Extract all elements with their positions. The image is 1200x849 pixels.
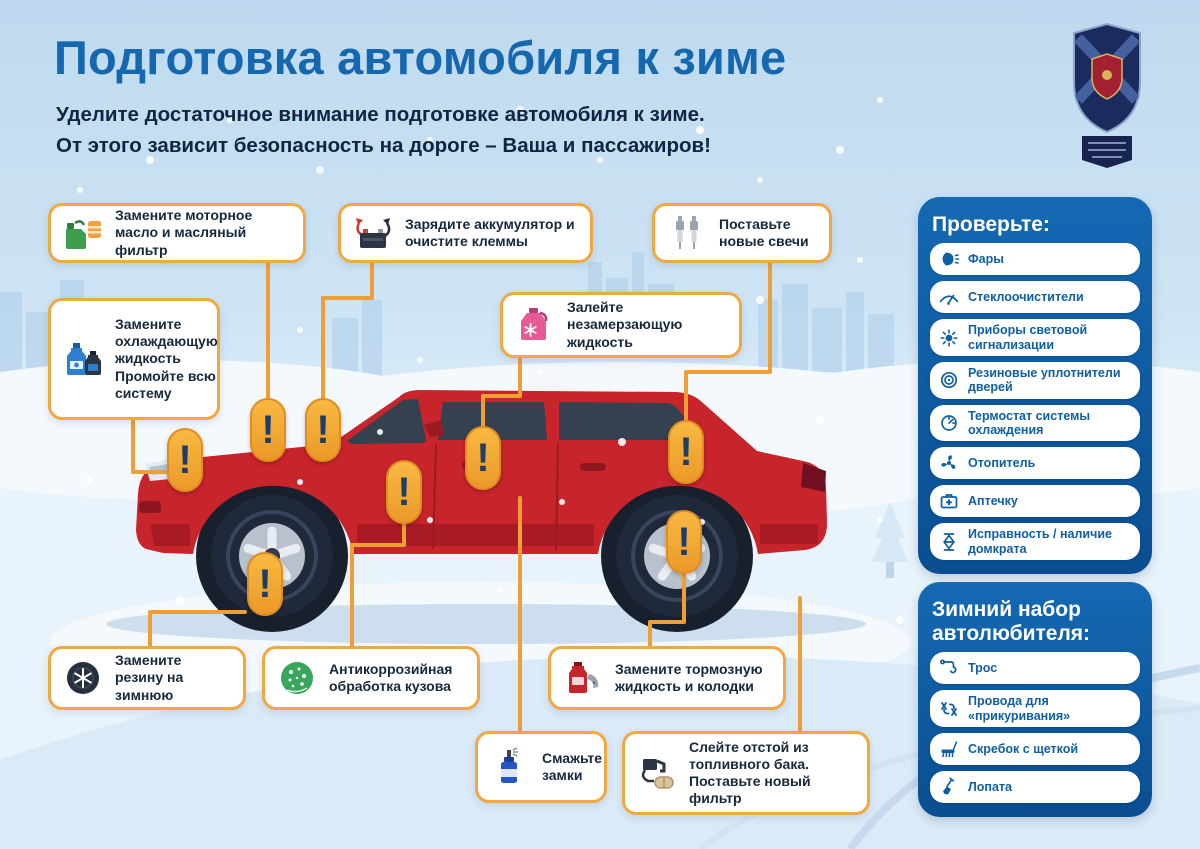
windshield — [347, 399, 426, 444]
check-item-door-seals: Резиновые уплотнители дверей — [930, 361, 1140, 399]
jumper-cables-icon — [938, 698, 960, 720]
washer-fluid-icon — [513, 303, 557, 347]
check-item-label: Стеклоочистители — [968, 289, 1084, 304]
coolant-icon — [61, 337, 105, 381]
check-panel: Проверьте: Фары Стеклоочистители Приборы… — [918, 197, 1152, 575]
kit-panel-title: Зимний набор автолюбителя: — [932, 598, 1091, 646]
check-panel-title: Проверьте: — [932, 213, 1050, 236]
kit-item-jumper-cables: Провода для «прикуривания» — [930, 690, 1140, 728]
callout-label: Замените резину на зимнюю — [115, 652, 184, 703]
front-window — [438, 402, 547, 440]
scraper-icon — [938, 738, 960, 760]
check-item-label: Приборы световой сигнализации — [968, 323, 1088, 352]
check-item-label: Отопитель — [968, 456, 1036, 471]
warning-mark: ! — [305, 398, 341, 462]
warning-mark: ! — [465, 426, 501, 490]
kit-item-label: Провода для «прикуривания» — [968, 694, 1071, 723]
thermostat-icon — [938, 412, 960, 434]
warning-mark: ! — [167, 428, 203, 492]
subtitle-line1: Уделите достаточное внимание подготовке … — [56, 103, 705, 126]
subtitle-line2: От этого зависит безопасность на дороге … — [56, 133, 711, 157]
check-item-heater: Отопитель — [930, 447, 1140, 480]
spark-plugs-icon — [665, 211, 709, 255]
taillight — [801, 463, 826, 492]
callout-spark-plugs: Поставьте новые свечи — [652, 203, 832, 263]
page-title: Подготовка автомобиля к зиме — [54, 31, 787, 84]
check-item-label: Аптечку — [968, 494, 1018, 509]
oil-canister-icon — [61, 211, 105, 255]
callout-washer-fluid: Залейте незамерзающую жидкость — [500, 292, 742, 358]
warning-mark: ! — [668, 420, 704, 484]
callout-brake-fluid: Замените тормозную жидкость и колодки — [548, 646, 786, 710]
check-item-label: Резиновые уплотнители дверей — [968, 365, 1121, 395]
kit-item-label: Лопата — [968, 779, 1012, 794]
callout-coolant: Замените охлаждающую жидкость Промойте в… — [48, 298, 220, 420]
check-item-signal-lights: Приборы световой сигнализации — [930, 319, 1140, 356]
check-item-headlights: Фары — [930, 243, 1140, 276]
jack-icon — [938, 531, 960, 553]
callout-locks: Смажьте замки — [475, 731, 607, 803]
callout-label: Замените тормозную жидкость и колодки — [615, 660, 763, 694]
callout-label: Зарядите аккумулятор и очистите клеммы — [405, 215, 575, 249]
first-aid-icon — [938, 490, 960, 512]
lock-lubricant-icon — [488, 745, 532, 789]
door-seal-icon — [938, 369, 960, 391]
check-item-wipers: Стеклоочистители — [930, 281, 1140, 314]
callout-label: Замените моторное масло и масляный фильт… — [115, 207, 253, 258]
callout-battery: Зарядите аккумулятор и очистите клеммы — [338, 203, 593, 263]
signal-lights-icon — [938, 327, 960, 349]
brake-fluid-icon — [561, 656, 605, 700]
callout-engine-oil: Замените моторное масло и масляный фильт… — [48, 203, 306, 263]
wiper-icon — [938, 286, 960, 308]
rear-window — [559, 402, 703, 440]
tree — [872, 502, 908, 578]
headlight-icon — [938, 248, 960, 270]
anticorrosion-icon — [275, 656, 319, 700]
shovel-icon — [938, 776, 960, 798]
tow-rope-icon — [938, 657, 960, 679]
warning-mark: ! — [250, 398, 286, 462]
callout-label: Поставьте новые свечи — [719, 215, 809, 249]
kit-item-scraper: Скребок с щеткой — [930, 733, 1140, 766]
kit-item-shovel: Лопата — [930, 771, 1140, 804]
winter-tire-icon — [61, 656, 105, 700]
callout-label: Смажьте замки — [542, 749, 603, 783]
callout-winter-tires: Замените резину на зимнюю — [48, 646, 246, 710]
callout-fuel-system: Слейте отстой из топливного бака. Постав… — [622, 731, 870, 815]
kit-item-tow-rope: Трос — [930, 652, 1140, 685]
snow-overlay — [297, 369, 705, 525]
callout-label: Замените охлаждающую жидкость Промойте в… — [115, 316, 218, 401]
battery-icon — [351, 211, 395, 255]
callout-label: Антикоррозийная обработка кузова — [329, 660, 453, 694]
warning-mark: ! — [247, 552, 283, 616]
check-item-jack: Исправность / наличие домкрата — [930, 523, 1140, 561]
callout-label: Залейте незамерзающую жидкость — [567, 299, 683, 350]
check-item-thermostat: Термостат системы охлаждения — [930, 404, 1140, 442]
winter-kit-panel: Зимний набор автолюбителя: Трос Провода … — [918, 582, 1152, 818]
callout-anticorrosion: Антикоррозийная обработка кузова — [262, 646, 480, 710]
kit-item-label: Скребок с щеткой — [968, 741, 1079, 756]
rear-door-handle — [580, 463, 606, 471]
check-item-label: Фары — [968, 251, 1004, 266]
heater-icon — [938, 452, 960, 474]
check-item-label: Термостат системы охлаждения — [968, 408, 1091, 438]
kit-item-label: Трос — [968, 661, 998, 676]
mvd-emblem — [1070, 20, 1144, 170]
subtitle: Уделите достаточное внимание подготовке … — [56, 100, 711, 162]
callout-label: Слейте отстой из топливного бака. Постав… — [689, 738, 811, 807]
fuel-filter-icon — [635, 751, 679, 795]
check-item-first-aid: Аптечку — [930, 485, 1140, 518]
warning-mark: ! — [386, 460, 422, 524]
check-item-label: Исправность / наличие домкрата — [968, 527, 1112, 556]
side-mirror — [424, 420, 444, 437]
warning-mark: ! — [666, 510, 702, 574]
